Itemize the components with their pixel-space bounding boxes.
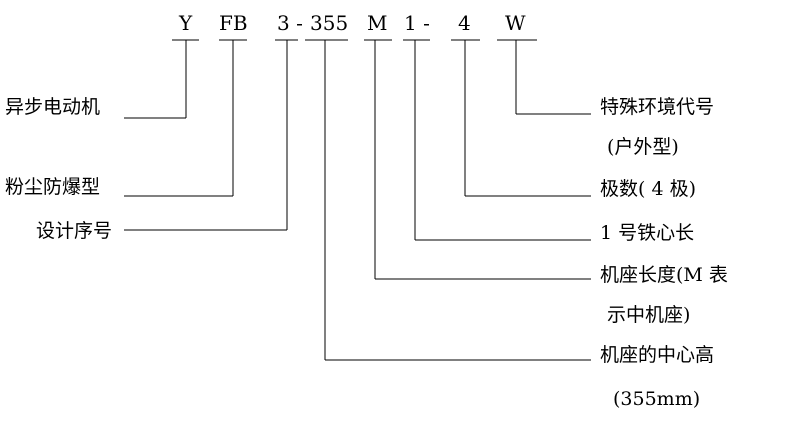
code-height: 355 xyxy=(310,11,349,35)
label-poles: 极数( 4 极) xyxy=(600,178,696,200)
code-frame: M xyxy=(367,11,388,35)
code-seq: 3 - xyxy=(277,11,303,35)
label-design-seq: 设计序号 xyxy=(36,220,113,242)
label-center-height: 机座的中心高 xyxy=(600,344,715,366)
code-fb: FB xyxy=(219,11,248,35)
code-env: W xyxy=(505,11,526,35)
label-special-env-sub: (户外型) xyxy=(607,136,679,158)
code-poles: 4 xyxy=(458,11,471,35)
label-frame-length: 机座长度(M 表 xyxy=(600,264,728,286)
label-special-env: 特殊环境代号 xyxy=(600,96,715,118)
label-dust-explosion: 粉尘防爆型 xyxy=(5,176,101,198)
code-core: 1 - xyxy=(404,11,430,35)
label-frame-length-sub: 示中机座) xyxy=(607,304,691,326)
label-motor-type: 异步电动机 xyxy=(5,96,101,118)
label-center-height-sub: (355mm) xyxy=(613,388,701,410)
code-y: Y xyxy=(179,11,193,35)
label-core-length: 1 号铁心长 xyxy=(600,222,695,244)
